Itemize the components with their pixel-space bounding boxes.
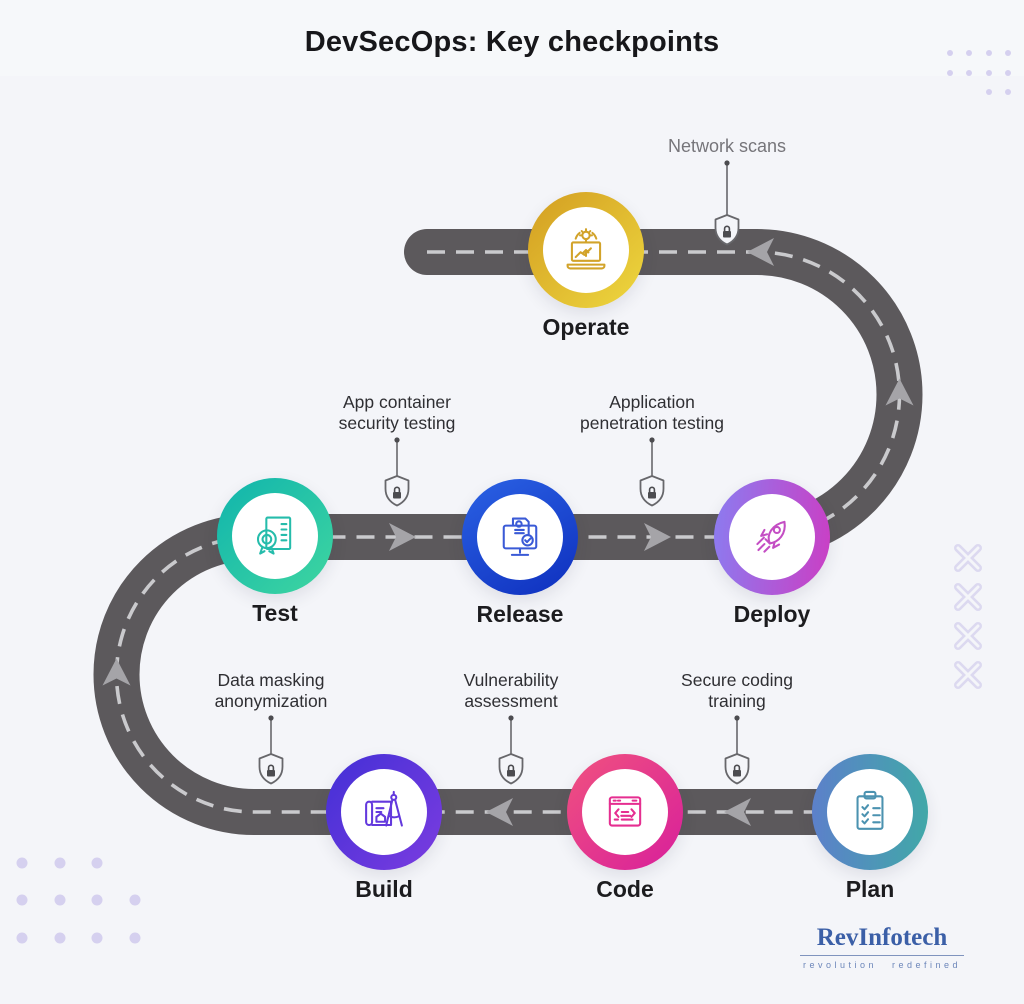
checkpoint-label: security testing <box>338 413 456 433</box>
shield-lock-icon <box>258 715 284 785</box>
arrow-right-icon <box>644 523 671 551</box>
road-centerline <box>114 250 902 814</box>
node-label-release: Release <box>476 601 564 627</box>
shield-lock-icon <box>724 715 750 785</box>
node-test <box>217 478 333 594</box>
arrow-left-icon <box>486 798 513 826</box>
rocket-icon <box>746 511 798 563</box>
revinfotech-logo: RevInfotech revolution redefined <box>800 924 964 970</box>
node-operate <box>528 192 644 308</box>
road-arrows <box>102 238 914 826</box>
shield-lock-icon <box>714 160 740 246</box>
arrow-left-icon <box>747 238 774 266</box>
arrow-up-icon <box>102 658 131 686</box>
shield-lock-icon <box>639 437 665 507</box>
node-release <box>462 479 578 595</box>
checkpoint-label: Application <box>609 392 695 412</box>
decor-crosses-right <box>954 544 982 689</box>
checkpoint-data-masking-anonymization: Data masking anonymization <box>156 670 386 792</box>
monitor-document-check-icon <box>494 511 546 563</box>
node-label-deploy: Deploy <box>733 601 811 627</box>
node-build <box>326 754 442 870</box>
checkpoint-label: training <box>708 691 766 711</box>
logo-name: RevInfotech <box>800 924 964 956</box>
page-title: DevSecOps: Key checkpoints <box>304 26 720 58</box>
shield-lock-icon <box>384 437 410 507</box>
arrow-up-icon <box>885 378 914 406</box>
node-label-code: Code <box>596 876 654 902</box>
checkpoint-label: Vulnerability <box>463 670 559 690</box>
node-code <box>567 754 683 870</box>
shield-lock-icon <box>498 715 524 785</box>
checkpoint-label: penetration testing <box>580 413 724 433</box>
checkpoint-label: anonymization <box>214 691 328 711</box>
checkpoint-label: Network scans <box>667 136 787 156</box>
node-plan <box>812 754 928 870</box>
document-gear-badge-icon <box>249 510 301 562</box>
laptop-analytics-gear-icon <box>560 224 612 276</box>
checkpoint-label: Data masking <box>217 670 325 690</box>
node-label-operate: Operate <box>542 314 630 340</box>
checkpoint-application-penetration-testing: Application penetration testing <box>537 392 767 514</box>
code-window-icon <box>599 786 651 838</box>
checkpoint-network-scans: Network scans <box>612 136 842 253</box>
clipboard-checklist-icon <box>844 786 896 838</box>
checkpoint-app-container-security-testing: App container security testing <box>282 392 512 514</box>
logo-tagline: revolution redefined <box>802 960 962 970</box>
node-deploy <box>714 479 830 595</box>
arrow-right-icon <box>389 523 416 551</box>
checkpoint-vulnerability-assessment: Vulnerability assessment <box>396 670 626 792</box>
checkpoint-label: Secure coding <box>681 670 793 690</box>
node-label-test: Test <box>252 600 298 626</box>
node-label-build: Build <box>355 876 413 902</box>
arrow-left-icon <box>724 798 751 826</box>
decor-dots-bottom-left <box>16 857 141 944</box>
checkpoint-label: assessment <box>464 691 558 711</box>
decor-dots-top-right <box>947 50 1011 95</box>
blueprint-compass-icon <box>358 786 410 838</box>
node-label-plan: Plan <box>845 876 895 902</box>
checkpoint-label: App container <box>343 392 451 412</box>
checkpoint-secure-coding-training: Secure coding training <box>622 670 852 792</box>
